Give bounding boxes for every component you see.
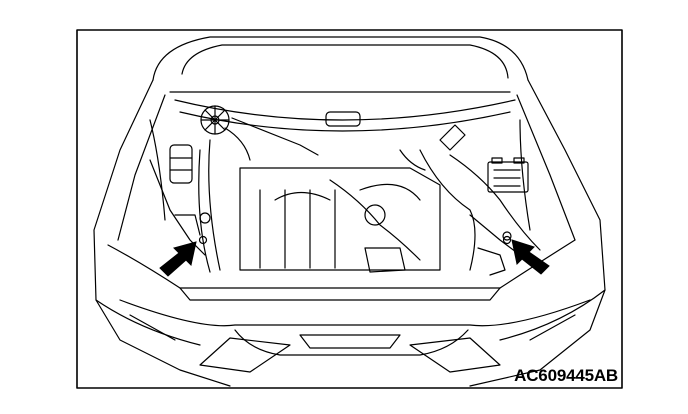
hood-panel [152, 36, 529, 93]
cowl-panel [174, 99, 516, 132]
engine-block [239, 167, 441, 273]
battery-box [487, 157, 529, 193]
left-indicator-arrow [159, 241, 197, 277]
brake-reservoir [200, 105, 319, 161]
right-side-components [469, 214, 521, 276]
coolant-reservoir [169, 144, 193, 184]
wiring-harness [149, 119, 541, 273]
front-cross-member [107, 239, 576, 301]
front-bumper-grille [119, 299, 591, 373]
figure-reference-code: AC609445AB [514, 366, 618, 385]
right-indicator-arrow [511, 239, 550, 275]
left-side-components [149, 159, 211, 256]
right-mount-point [502, 235, 512, 245]
body-outline [93, 79, 606, 387]
left-mount-point [198, 235, 208, 245]
figure-frame [76, 29, 623, 389]
